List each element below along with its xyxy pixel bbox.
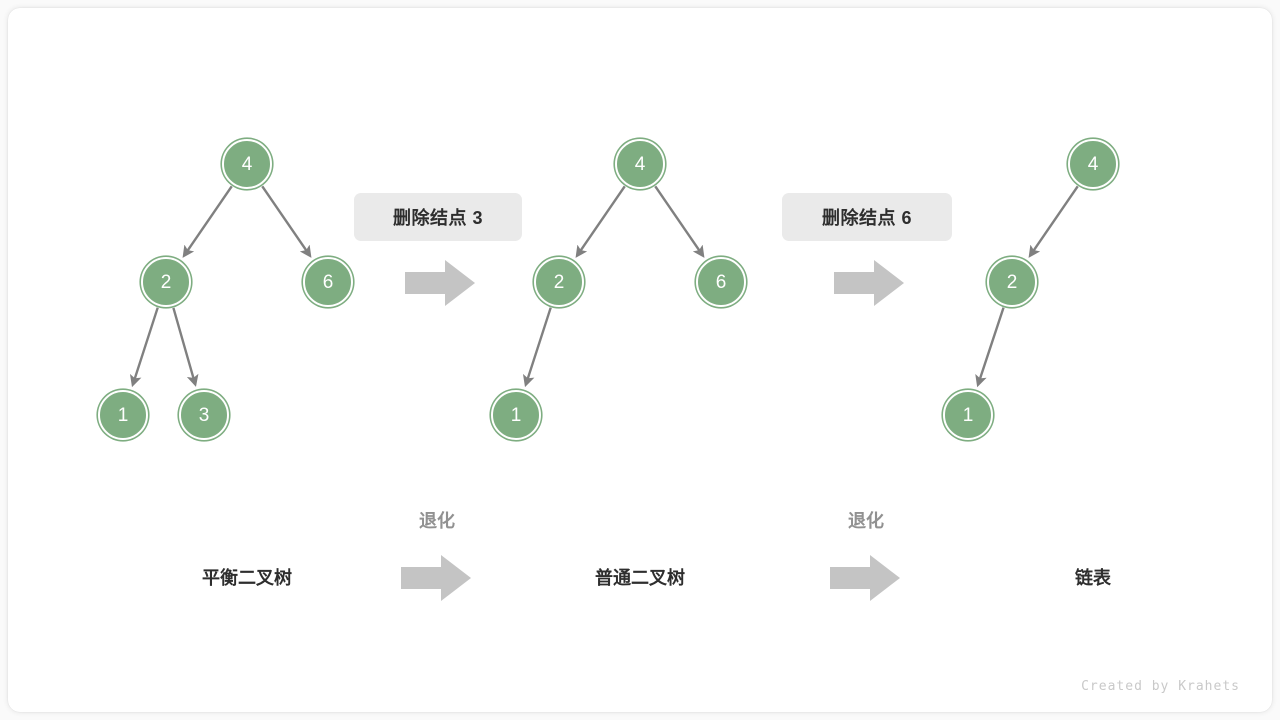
- degenerate-1-label: 退化: [419, 511, 455, 531]
- tree-node-label: 1: [510, 404, 522, 426]
- delete-node-3-label: 删除结点 3: [392, 208, 483, 228]
- tree-edge: [129, 307, 159, 388]
- tree-node-label: 2: [160, 271, 172, 293]
- tree-node-4[interactable]: 4: [1068, 139, 1118, 189]
- tree-node-label: 2: [553, 271, 565, 293]
- tree-node-1[interactable]: 1: [943, 390, 993, 440]
- tree-edge: [654, 185, 705, 258]
- arrow-bottom-1-icon: [401, 553, 471, 608]
- tree-node-label: 1: [117, 404, 129, 426]
- tree-edge: [172, 307, 199, 387]
- tree-node-3[interactable]: 3: [179, 390, 229, 440]
- tree-node-label: 6: [322, 271, 334, 293]
- tree-node-6[interactable]: 6: [303, 257, 353, 307]
- degenerate-2-label: 退化: [848, 511, 884, 531]
- tree-node-label: 4: [634, 153, 646, 175]
- tree-node-4[interactable]: 4: [222, 139, 272, 189]
- caption-balanced: 平衡二叉树: [202, 568, 292, 588]
- tree-node-2[interactable]: 2: [534, 257, 584, 307]
- arrow-top-1-icon: [405, 258, 475, 313]
- tree-node-1[interactable]: 1: [98, 390, 148, 440]
- arrow-top-2-icon: [834, 258, 904, 313]
- arrow-bottom-2-icon: [830, 553, 900, 608]
- tree-node-label: 4: [241, 153, 253, 175]
- tree-node-4[interactable]: 4: [615, 139, 665, 189]
- tree-node-label: 1: [962, 404, 974, 426]
- delete-node-6-tag: 删除结点 6: [782, 193, 952, 241]
- tree-edge: [575, 185, 626, 258]
- tree-node-1[interactable]: 1: [491, 390, 541, 440]
- caption-ordinary: 普通二叉树: [595, 568, 685, 588]
- tree-edge: [1028, 185, 1079, 258]
- tree-node-2[interactable]: 2: [987, 257, 1037, 307]
- tree-edge: [261, 185, 312, 258]
- tree-node-2[interactable]: 2: [141, 257, 191, 307]
- tree-node-label: 2: [1006, 271, 1018, 293]
- caption-list: 链表: [1075, 568, 1111, 588]
- tree-edge: [182, 185, 233, 258]
- tree-edge: [975, 307, 1005, 388]
- watermark: Created by Krahets: [1081, 679, 1240, 694]
- tree-node-6[interactable]: 6: [696, 257, 746, 307]
- delete-node-3-tag: 删除结点 3: [354, 193, 522, 241]
- tree-node-label: 4: [1087, 153, 1099, 175]
- tree-node-label: 6: [715, 271, 727, 293]
- diagram-canvas: [8, 8, 1272, 712]
- tree-node-label: 3: [198, 404, 210, 426]
- delete-node-6-label: 删除结点 6: [821, 208, 912, 228]
- tree-edge: [522, 307, 552, 388]
